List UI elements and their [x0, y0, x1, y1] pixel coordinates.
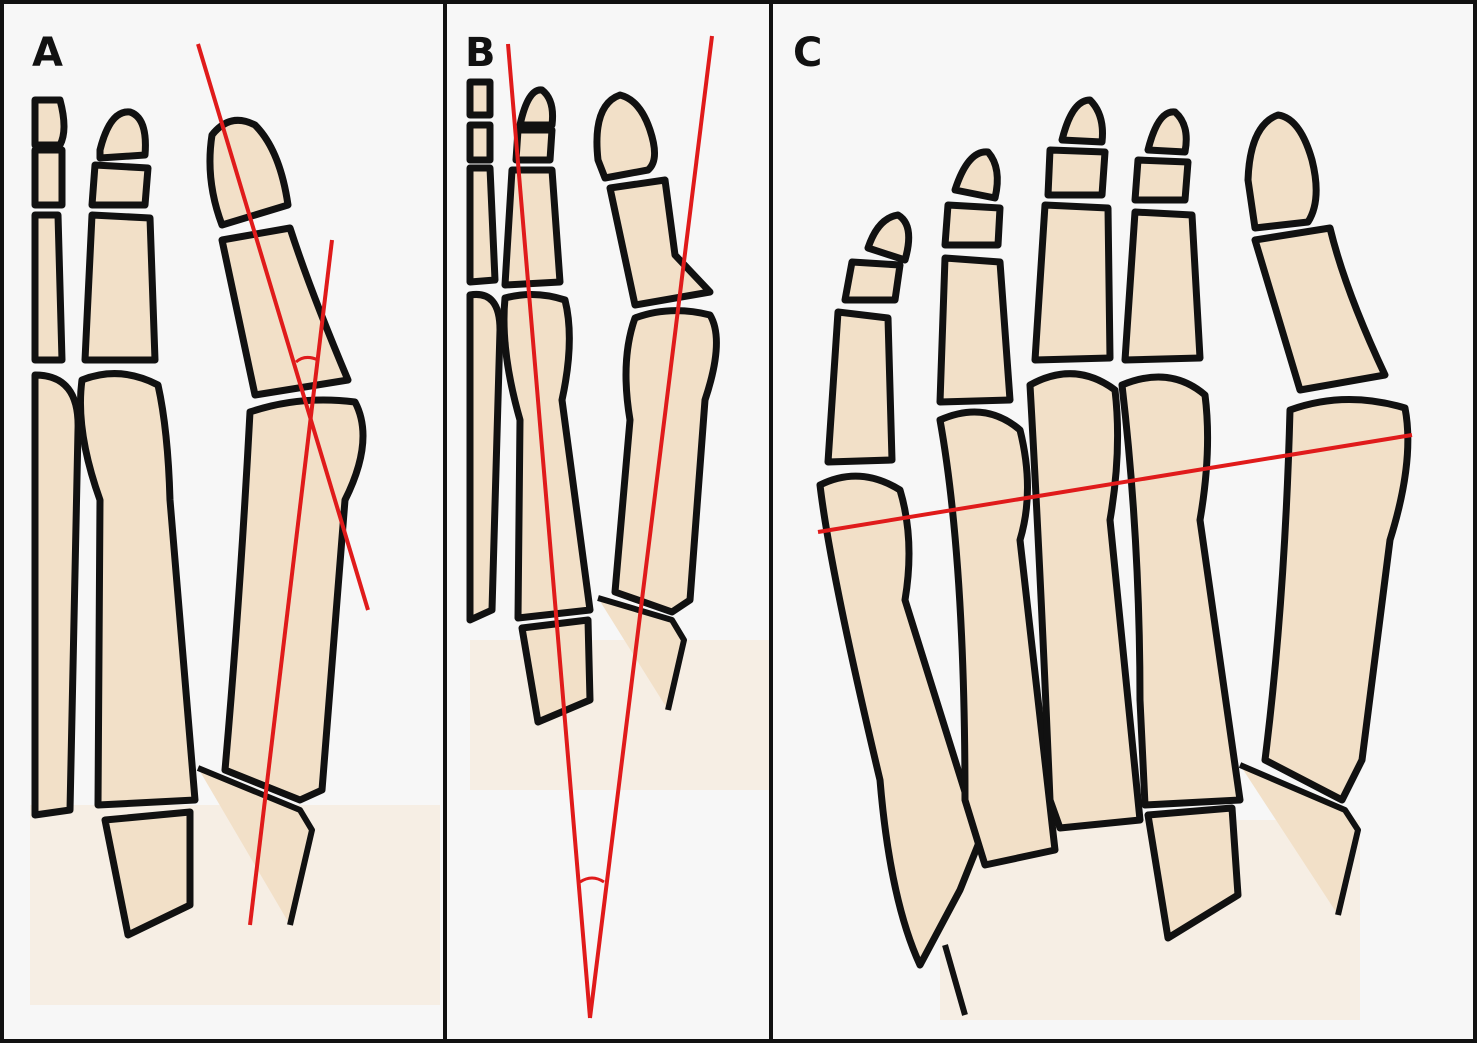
panel-b-phalanx-edge — [470, 168, 495, 282]
panel-c-fourth-middle-phalanx — [945, 205, 1000, 245]
panel-b-metatarsal-edge — [470, 294, 500, 620]
panel-c-third-proximal-phalanx — [1035, 205, 1110, 360]
panel-c-third-middle-phalanx — [1048, 150, 1105, 195]
panel-b-phalanx-edge — [470, 82, 490, 115]
panel-a-tarsal-region — [30, 805, 440, 1005]
panel-c-second-proximal-phalanx — [1125, 212, 1200, 360]
panel-c-second-middle-phalanx — [1135, 160, 1188, 200]
panel-a-phalanx-edge — [35, 100, 64, 145]
panel-a-metatarsal-edge — [35, 375, 78, 815]
panel-c-fifth-middle-phalanx — [845, 262, 900, 300]
panel-b-phalanx-edge — [470, 125, 490, 160]
panel-c-fourth-proximal-phalanx — [940, 258, 1010, 402]
panel-a-second-proximal-phalanx — [85, 215, 155, 360]
panel-b-label: B — [465, 30, 496, 76]
panel-a-phalanx-edge — [35, 215, 62, 360]
panel-c-fifth-proximal-phalanx — [828, 312, 892, 462]
panel-b-second-proximal-phalanx — [505, 170, 560, 285]
panel-b-second-middle-phalanx — [516, 130, 552, 160]
panel-a-phalanx-edge — [35, 150, 62, 205]
panel-c-label: C — [793, 30, 822, 76]
panel-a-second-middle-phalanx — [92, 165, 148, 205]
panel-a-label: A — [32, 30, 63, 76]
